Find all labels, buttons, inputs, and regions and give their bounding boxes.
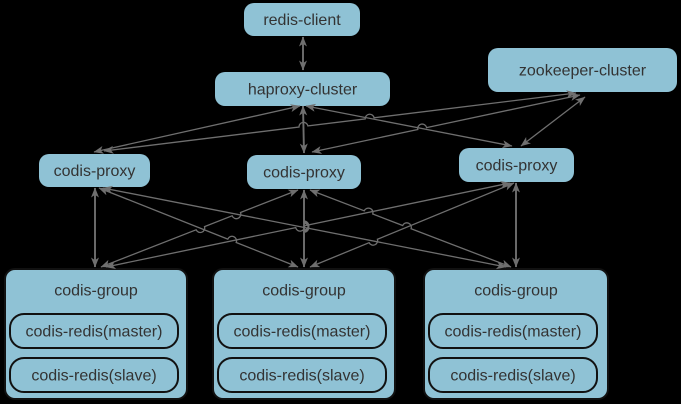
node-codis-redis-master-1-label: codis-redis(master) [26, 324, 163, 341]
node-codis-group-3-label: codis-group [474, 283, 558, 300]
node-codis-proxy-1 [39, 154, 150, 187]
edge-codis-proxy-3--codis-group-2 [309, 182, 515, 268]
node-zookeeper-cluster [488, 48, 677, 92]
node-codis-redis-slave-3 [428, 357, 598, 393]
node-codis-proxy-2 [247, 155, 361, 189]
node-codis-redis-master-1 [9, 313, 179, 349]
edge-codis-proxy-2--zookeeper-cluster [311, 93, 581, 154]
edge-codis-proxy-2--codis-group-3 [309, 189, 512, 268]
node-codis-proxy-2-label: codis-proxy [263, 165, 345, 182]
node-haproxy-cluster-label: haproxy-cluster [248, 82, 358, 99]
node-redis-client-label: redis-client [263, 12, 341, 29]
node-zookeeper-cluster-label: zookeeper-cluster [519, 63, 647, 80]
edge-codis-proxy-3--zookeeper-cluster [520, 96, 586, 147]
node-redis-client [244, 3, 360, 36]
node-codis-redis-slave-3-label: codis-redis(slave) [450, 368, 575, 385]
node-codis-redis-slave-1 [9, 357, 179, 393]
node-codis-redis-master-3 [428, 313, 598, 349]
edge-codis-proxy-2--codis-group-2 [300, 189, 310, 268]
node-codis-group-2-label: codis-group [262, 283, 346, 300]
node-codis-group-1-label: codis-group [54, 283, 138, 300]
node-codis-redis-master-2-label: codis-redis(master) [234, 324, 371, 341]
edge-haproxy-cluster--codis-proxy-3 [305, 103, 513, 149]
node-codis-proxy-3 [459, 148, 574, 182]
node-codis-redis-master-2 [217, 313, 387, 349]
node-codis-redis-master-3-label: codis-redis(master) [445, 324, 582, 341]
node-codis-redis-slave-2 [217, 357, 387, 393]
edge-haproxy-cluster--codis-proxy-1 [93, 104, 301, 154]
edge-codis-proxy-1--codis-group-2 [98, 187, 299, 268]
edge-haproxy-cluster--codis-proxy-2 [299, 105, 308, 154]
node-codis-redis-slave-2-label: codis-redis(slave) [239, 368, 364, 385]
node-codis-proxy-1-label: codis-proxy [54, 163, 136, 180]
edge-codis-proxy-2--codis-group-1 [100, 189, 299, 268]
node-codis-redis-slave-1-label: codis-redis(slave) [31, 368, 156, 385]
node-codis-proxy-3-label: codis-proxy [476, 158, 558, 175]
